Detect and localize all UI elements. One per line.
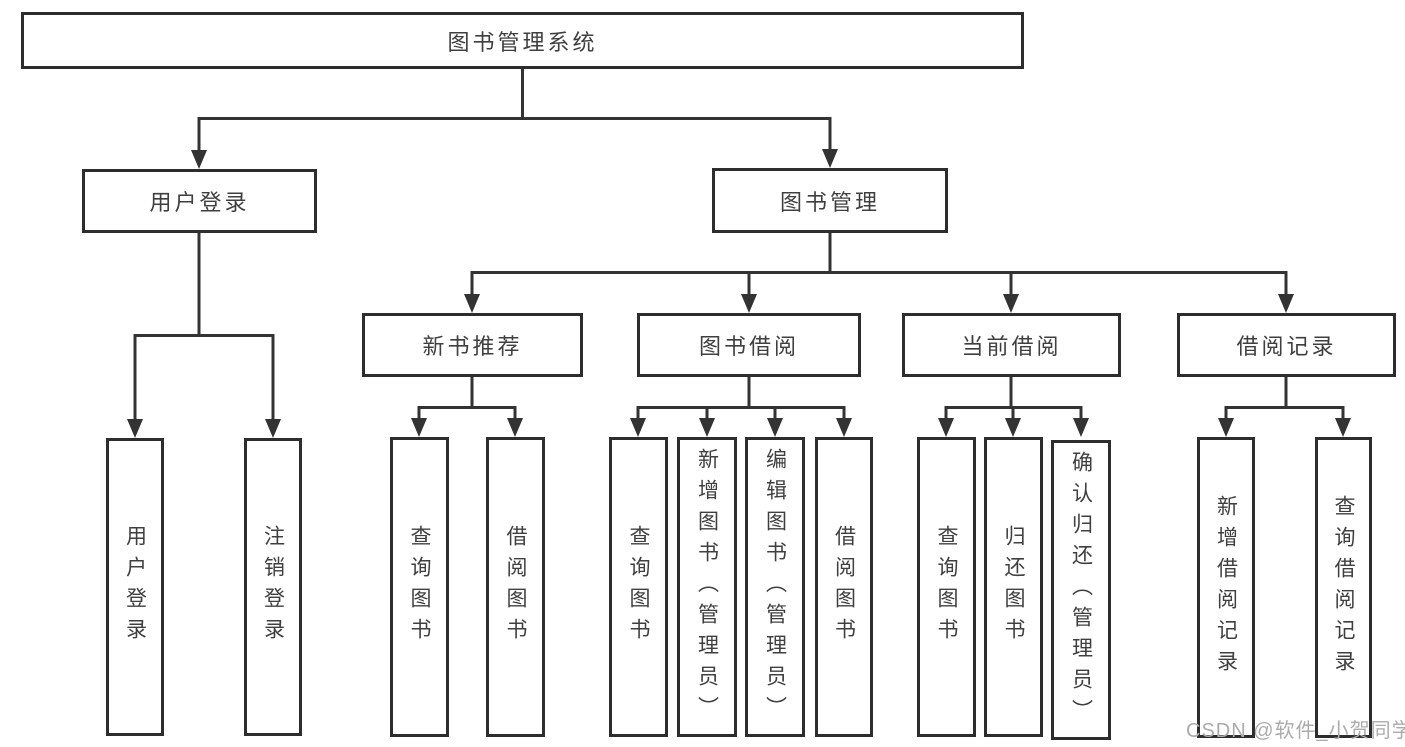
leaf-return-books: 归还图书 — [984, 437, 1043, 737]
leaf-label: 编辑图书（管理员） — [763, 447, 787, 727]
csdn-watermark: CSDN @软件_小贺同学 — [1186, 720, 1405, 742]
leaf-label: 用户登录 — [123, 525, 147, 649]
leaf-logout: 注销登录 — [244, 438, 302, 736]
leaf-edit-books-admin: 编辑图书（管理员） — [745, 437, 805, 737]
leaf-label: 查询图书 — [627, 525, 650, 649]
node-label: 当前借阅 — [961, 334, 1062, 359]
leaf-add-borrow-record: 新增借阅记录 — [1197, 437, 1255, 738]
node-user-login: 用户登录 — [82, 169, 317, 233]
leaf-add-books-admin: 新增图书（管理员） — [677, 437, 737, 737]
leaf-borrow-books: 借阅图书 — [486, 437, 545, 737]
node-label: 新书推荐 — [422, 334, 523, 359]
leaf-label: 借阅图书 — [832, 525, 856, 649]
node-label: 图书借阅 — [698, 334, 799, 359]
leaf-query-books: 查询图书 — [917, 437, 976, 737]
leaf-user-login: 用户登录 — [106, 438, 164, 736]
arrowheads — [127, 149, 1351, 438]
leaf-label: 归还图书 — [1002, 525, 1025, 649]
node-label: 图书管理 — [779, 189, 880, 215]
leaf-query-books: 查询图书 — [390, 437, 449, 737]
leaf-label: 确认归还（管理员） — [1069, 450, 1093, 730]
node-current-borrow: 当前借阅 — [902, 313, 1121, 377]
node-book-borrow: 图书借阅 — [637, 313, 861, 377]
leaf-label: 注销登录 — [261, 525, 285, 649]
leaf-label: 查询图书 — [935, 525, 958, 649]
leaf-label: 查询图书 — [408, 525, 431, 649]
leaf-query-books: 查询图书 — [609, 437, 668, 737]
leaf-confirm-return-admin: 确认归还（管理员） — [1051, 440, 1111, 740]
leaf-borrow-books: 借阅图书 — [815, 437, 873, 737]
leaf-label: 借阅图书 — [504, 525, 527, 649]
node-book-management: 图书管理 — [712, 168, 948, 233]
node-label: 用户登录 — [149, 190, 250, 215]
leaf-label: 新增借阅记录 — [1214, 494, 1238, 681]
node-label: 图书管理系统 — [447, 29, 598, 55]
leaf-label: 新增图书（管理员） — [695, 447, 719, 727]
node-library-management-system: 图书管理系统 — [21, 12, 1024, 69]
node-label: 借阅记录 — [1236, 334, 1337, 359]
node-new-book-recommend: 新书推荐 — [362, 313, 583, 377]
leaf-label: 查询借阅记录 — [1332, 494, 1355, 681]
node-borrow-records: 借阅记录 — [1177, 313, 1396, 377]
leaf-query-borrow-record: 查询借阅记录 — [1315, 437, 1372, 738]
